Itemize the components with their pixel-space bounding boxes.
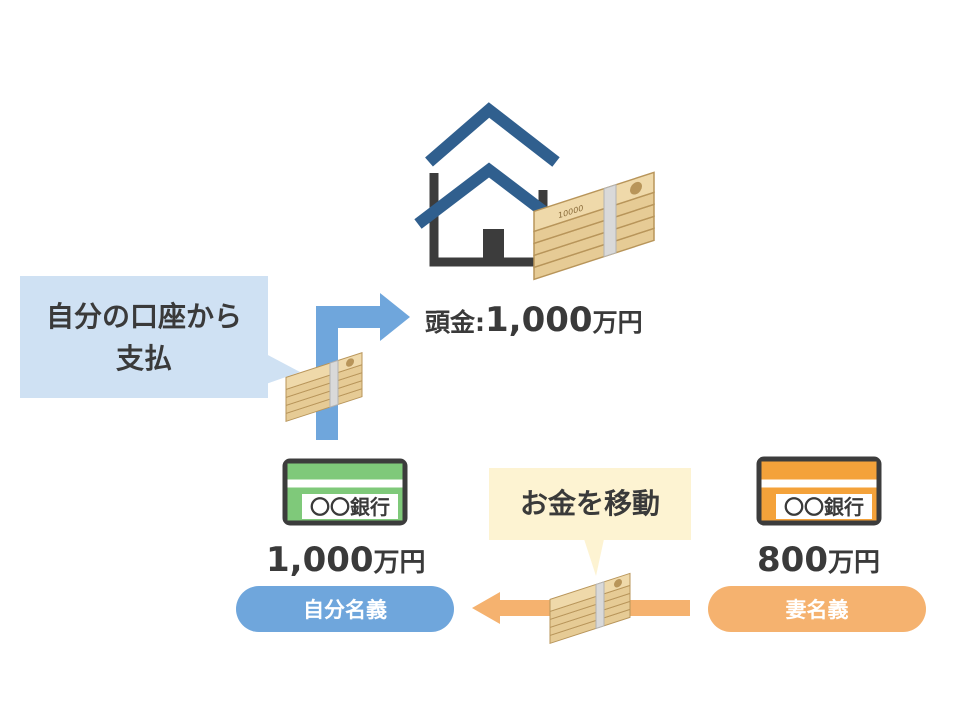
down-payment-unit: 万円 — [592, 308, 643, 337]
bank-name-self: 〇〇銀行 — [310, 495, 390, 519]
bank-card-icon-wife: 〇〇銀行 — [756, 456, 882, 526]
money-stack-icon: 10000 — [533, 171, 655, 281]
owner-label-wife: 妻名義 — [708, 586, 926, 632]
money-stack-icon-transfer — [549, 572, 631, 645]
down-payment-amount: 1,000 — [485, 300, 593, 340]
down-payment-text: 頭金:1,000万円 — [425, 300, 643, 346]
callout-self-pay-line2: 支払 — [115, 342, 172, 375]
self-amount-unit: 万円 — [373, 548, 426, 578]
bank-card-icon-self: 〇〇銀行 — [282, 458, 408, 526]
callout-transfer-text: お金を移動 — [519, 487, 660, 520]
down-payment-label: 頭金 — [425, 308, 476, 337]
callout-transfer — [489, 468, 691, 540]
callout-self-pay-text: 自分の口座から 支払 — [20, 296, 268, 380]
wife-amount-unit: 万円 — [827, 548, 880, 578]
self-amount-value: 1,000 — [266, 540, 374, 580]
wife-amount: 800万円 — [757, 540, 880, 586]
money-stack-icon-small — [285, 351, 363, 423]
down-payment-colon: : — [475, 308, 486, 337]
bank-name-wife: 〇〇銀行 — [784, 495, 864, 519]
wife-amount-value: 800 — [757, 540, 828, 580]
callout-self-pay-line1: 自分の口座から — [45, 300, 242, 333]
self-amount: 1,000万円 — [266, 540, 426, 586]
owner-label-self: 自分名義 — [236, 586, 454, 632]
callout-self-pay — [20, 276, 268, 398]
